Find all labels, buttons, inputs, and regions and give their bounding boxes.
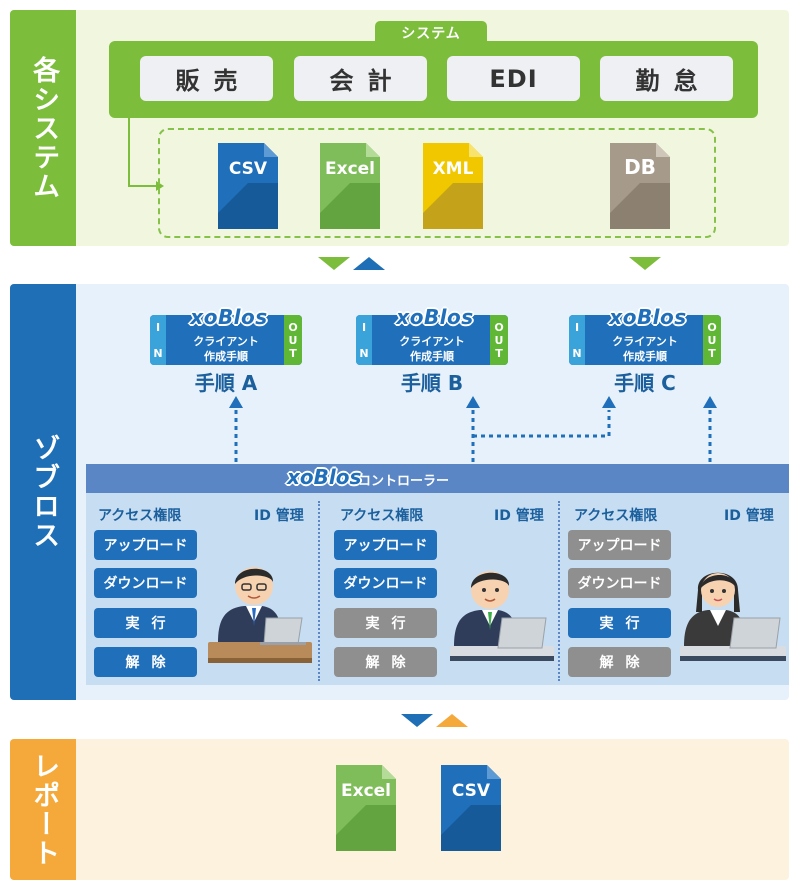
system-sales: 販売: [140, 56, 273, 101]
id-management-label: ID 管理: [494, 508, 544, 524]
report-band-label: レポート: [10, 739, 76, 880]
users-area: アクセス権限 ID 管理 アップロード ダウンロード 実行 解除: [86, 493, 789, 685]
execute-button[interactable]: 実行: [568, 608, 671, 638]
down-arrow-icon: [629, 257, 661, 270]
out-port: OUT: [284, 315, 302, 365]
xoblos-logo: xoBlos: [396, 305, 474, 329]
user-a-panel: アクセス権限 ID 管理 アップロード ダウンロード 実行 解除: [86, 493, 318, 685]
access-rights-label: アクセス権限: [98, 508, 182, 524]
controller-bar: xoBlos コントローラー: [86, 464, 789, 493]
procedure-b-card: I N OUT xoBlos クライアント 作成手順: [356, 305, 508, 369]
export-files-group: [158, 128, 716, 238]
system-accounting: 会計: [294, 56, 427, 101]
report-label: レポート: [28, 751, 60, 868]
excel-file-icon: Excel: [320, 143, 380, 229]
csv-file-label: CSV: [228, 159, 268, 179]
access-rights-label: アクセス権限: [574, 508, 658, 524]
controller-label: コントローラー: [358, 474, 450, 489]
arrow-head-icon: [466, 396, 480, 408]
excel-file-icon: Excel: [336, 765, 396, 851]
xoblos-label: ゾブロス: [28, 434, 60, 550]
upload-button[interactable]: アップロード: [568, 530, 671, 560]
id-management-label: ID 管理: [254, 508, 304, 524]
excel-file-label: Excel: [324, 159, 375, 179]
upload-button[interactable]: アップロード: [94, 530, 197, 560]
download-button[interactable]: ダウンロード: [334, 568, 437, 598]
systems-band-label: 各システム: [10, 10, 76, 246]
down-arrow-icon: [318, 257, 350, 270]
db-file-icon: DB: [610, 143, 670, 229]
xoblos-logo: xoBlos: [287, 465, 362, 489]
arrow-head-icon: [229, 396, 243, 408]
systems-band: 各システム システム 販売 会計 EDI 勤怠 CSV Excel XML: [10, 10, 789, 246]
out-port: OUT: [703, 315, 721, 365]
xoblos-band-label: ゾブロス: [10, 284, 76, 700]
procedure-a-name: 手順 A: [194, 371, 258, 395]
system-attendance: 勤怠: [600, 56, 733, 101]
db-file-label: DB: [624, 155, 656, 179]
access-rights-label: アクセス権限: [340, 508, 424, 524]
divider: [558, 501, 560, 681]
system-edi: EDI: [447, 56, 580, 101]
divider: [318, 501, 320, 681]
in-port: I N: [150, 315, 166, 365]
download-button[interactable]: ダウンロード: [94, 568, 197, 598]
up-arrow-icon: [436, 714, 468, 727]
release-button[interactable]: 解除: [568, 647, 671, 677]
execute-button[interactable]: 実行: [334, 608, 437, 638]
arrow-head-icon: [703, 396, 717, 408]
in-port: I N: [569, 315, 585, 365]
release-button[interactable]: 解除: [334, 647, 437, 677]
procedure-line1: クライアント: [612, 335, 678, 348]
download-button[interactable]: ダウンロード: [568, 568, 671, 598]
procedure-line2: 作成手順: [623, 350, 667, 363]
arrow-head-icon: [602, 396, 616, 408]
procedure-c-card: I N OUT xoBlos クライアント 作成手順: [569, 305, 721, 369]
systems-label: 各システム: [28, 55, 60, 201]
id-management-label: ID 管理: [724, 508, 774, 524]
down-arrow-icon: [401, 714, 433, 727]
xoblos-band: ゾブロス I N OUT xoBlos クライアント 作成手順 手順 A I N…: [10, 284, 789, 700]
xoblos-logo: xoBlos: [190, 305, 268, 329]
csv-file-icon: CSV: [218, 143, 278, 229]
execute-button[interactable]: 実行: [94, 608, 197, 638]
report-band: レポート Excel CSV: [10, 739, 789, 880]
procedure-line2: 作成手順: [204, 350, 248, 363]
xoblos-logo: xoBlos: [609, 305, 687, 329]
out-port: OUT: [490, 315, 508, 365]
procedure-c-name: 手順 C: [614, 371, 676, 395]
system-group: 販売 会計 EDI 勤怠: [109, 41, 758, 118]
procedure-line2: 作成手順: [410, 350, 454, 363]
csv-file-label: CSV: [451, 781, 491, 801]
procedure-a-card: I N OUT xoBlos クライアント 作成手順: [150, 305, 302, 369]
procedure-b-name: 手順 B: [400, 371, 464, 395]
csv-file-icon: CSV: [441, 765, 501, 851]
office-worker-icon: [208, 567, 312, 663]
release-button[interactable]: 解除: [94, 647, 197, 677]
office-worker-icon: [450, 571, 554, 661]
excel-file-label: Excel: [340, 781, 391, 801]
user-c-panel: アクセス権限 ID 管理 アップロード ダウンロード 実行 解除: [564, 493, 789, 685]
procedure-line1: クライアント: [399, 335, 465, 348]
xml-file-icon: XML: [423, 143, 483, 229]
procedure-line1: クライアント: [193, 335, 259, 348]
up-arrow-icon: [353, 257, 385, 270]
xml-file-label: XML: [432, 159, 474, 179]
upload-button[interactable]: アップロード: [334, 530, 437, 560]
office-worker-icon: [680, 572, 786, 661]
user-b-panel: アクセス権限 ID 管理 アップロード ダウンロード 実行 解除: [324, 493, 556, 685]
in-port: I N: [356, 315, 372, 365]
